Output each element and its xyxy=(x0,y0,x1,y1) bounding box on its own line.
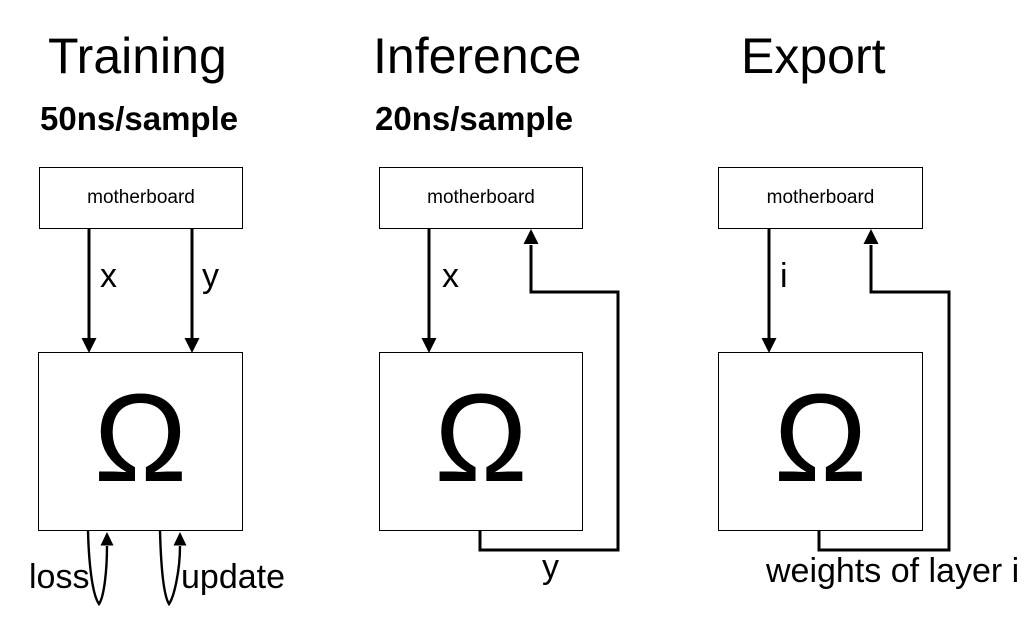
export-arrow-i xyxy=(761,229,777,353)
training-loop-update xyxy=(158,530,187,607)
training-motherboard-box: motherboard xyxy=(39,167,243,229)
export-label-weights: weights of layer i xyxy=(766,552,1020,590)
inference-omega-box: Ω xyxy=(379,352,583,531)
training-label-update: update xyxy=(181,558,285,596)
training-loop-loss xyxy=(86,530,114,607)
omega-symbol: Ω xyxy=(434,369,528,508)
training-title: Training xyxy=(48,28,227,84)
training-arrow-y xyxy=(184,229,200,353)
training-arrow-x xyxy=(81,229,97,353)
export-motherboard-box: motherboard xyxy=(718,167,923,229)
export-omega-box: Ω xyxy=(718,352,923,531)
inference-motherboard-box: motherboard xyxy=(379,167,583,229)
inference-title: Inference xyxy=(373,28,582,84)
inference-label-x: x xyxy=(442,257,459,295)
training-label-loss: loss xyxy=(29,558,90,596)
inference-arrow-x xyxy=(421,229,437,353)
inference-motherboard-label: motherboard xyxy=(427,187,535,208)
omega-symbol: Ω xyxy=(773,369,868,508)
inference-label-y: y xyxy=(542,548,559,586)
inference-feedback-y xyxy=(478,229,620,552)
training-subtitle: 50ns/sample xyxy=(40,100,239,137)
omega-symbol: Ω xyxy=(93,369,188,508)
training-motherboard-label: motherboard xyxy=(87,187,195,208)
inference-subtitle: 20ns/sample xyxy=(375,100,574,137)
export-label-i: i xyxy=(780,257,788,295)
training-omega-box: Ω xyxy=(38,352,243,531)
export-title: Export xyxy=(741,28,886,84)
export-motherboard-label: motherboard xyxy=(766,187,875,208)
export-feedback-weights xyxy=(817,229,951,552)
training-label-x: x xyxy=(100,257,117,295)
training-label-y: y xyxy=(202,257,219,295)
